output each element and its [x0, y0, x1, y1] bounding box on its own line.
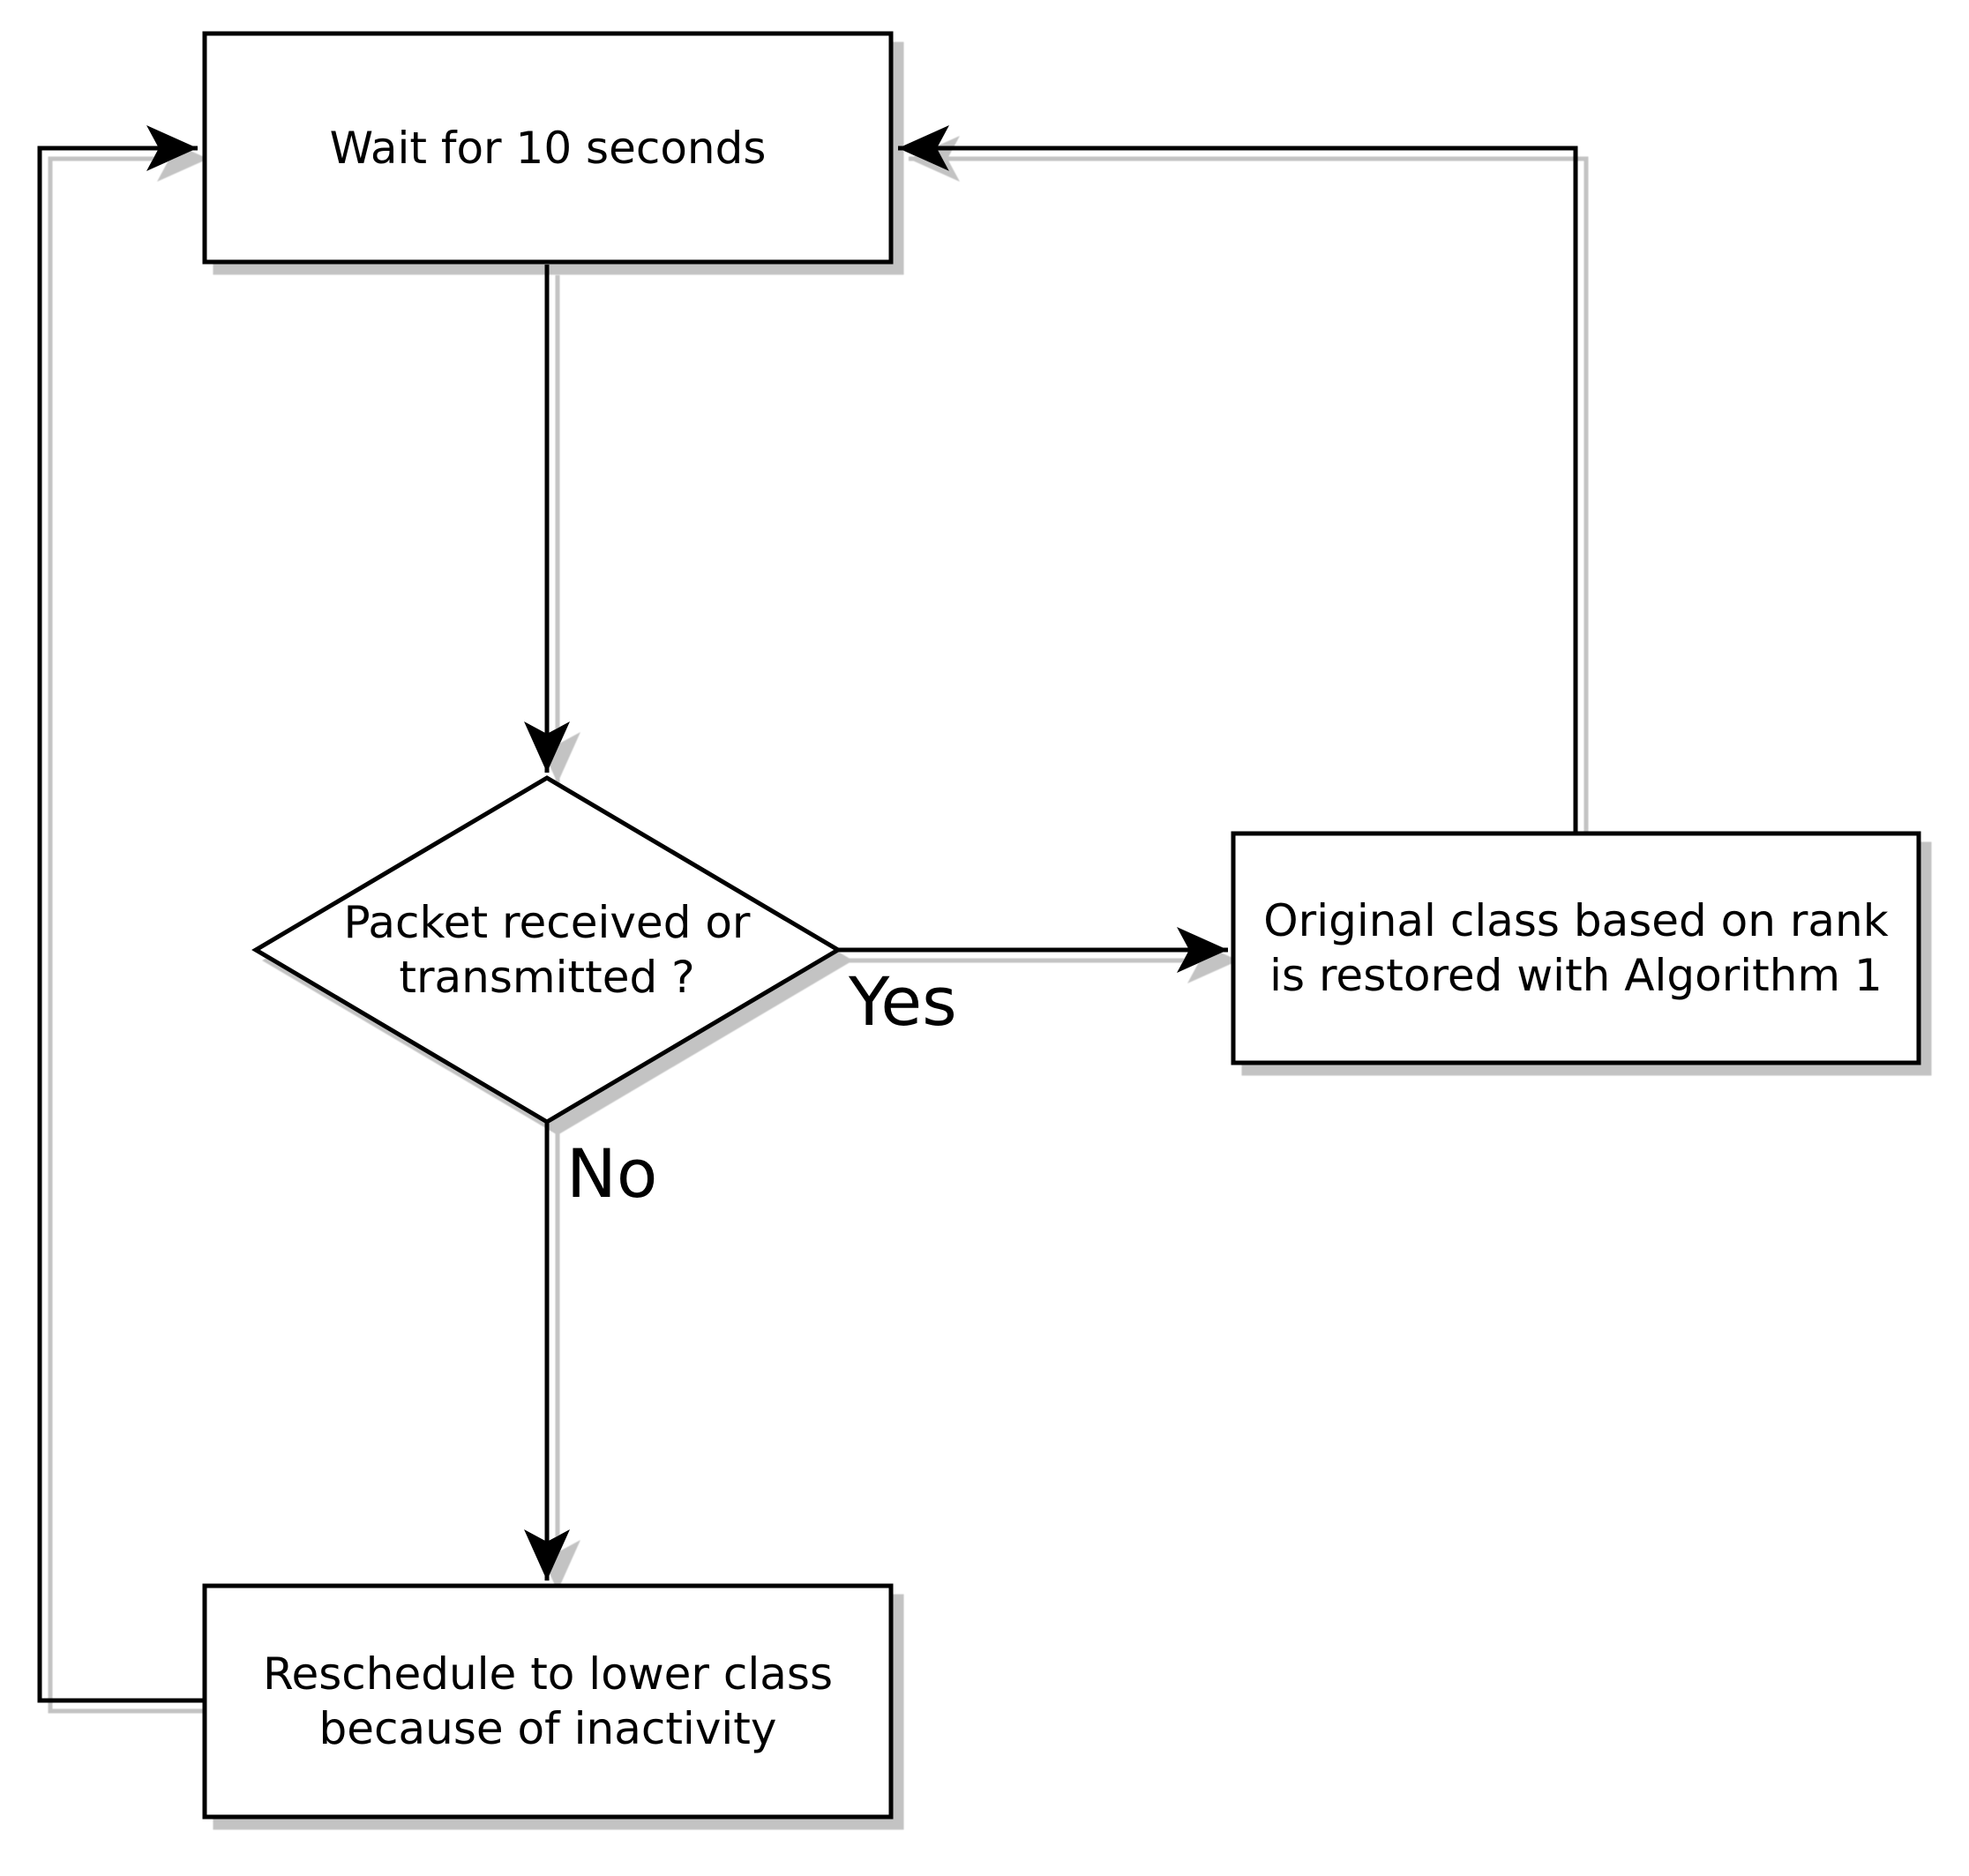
- reschedule-node-label-line: because of inactivity: [318, 1703, 777, 1754]
- decision-node-label: Packet received or transmitted ?: [256, 778, 838, 1122]
- no-edge-label: No: [566, 1134, 658, 1213]
- decision-diamond-shape: [251, 775, 842, 1125]
- decision-node-label-line: Packet received or: [343, 897, 751, 948]
- restore-node-label-line: Original class based on rank: [1263, 895, 1889, 946]
- wait-box-shape: [202, 31, 894, 265]
- yes-edge-label: Yes: [849, 962, 957, 1041]
- wait-node-label: Wait for 10 seconds: [205, 34, 891, 262]
- reschedule-box-shape: [202, 1583, 894, 1820]
- reschedule-node-label: Reschedule to lower class because of ina…: [205, 1586, 891, 1817]
- restore-node-label-line: is restored with Algorithm 1: [1269, 950, 1883, 1001]
- reschedule-node-label-line: Reschedule to lower class: [262, 1648, 834, 1700]
- edge-restore-to-wait-loop: [898, 125, 1578, 832]
- wait-node-label-line: Wait for 10 seconds: [329, 122, 767, 174]
- restore-node-label: Original class based on rank is restored…: [1233, 833, 1919, 1063]
- decision-node-label-line: transmitted ?: [399, 952, 695, 1003]
- edge-reschedule-to-wait-loop: [37, 125, 205, 1703]
- restore-box-shape: [1231, 831, 1921, 1065]
